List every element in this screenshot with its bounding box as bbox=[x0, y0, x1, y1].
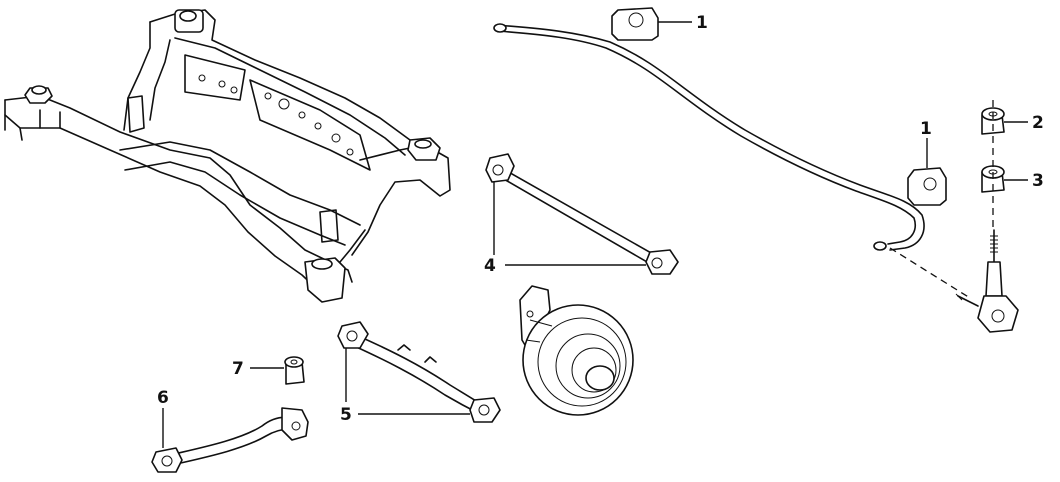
bushing-7 bbox=[284, 356, 305, 385]
callout-1-lower: 1 bbox=[920, 119, 932, 139]
callout-1-upper: 1 bbox=[696, 13, 708, 33]
trailing-arm bbox=[151, 407, 309, 473]
stabilizer-bar bbox=[493, 23, 925, 251]
callout-3: 3 bbox=[1032, 171, 1044, 191]
lateral-link bbox=[485, 153, 679, 275]
callout-2: 2 bbox=[1032, 113, 1044, 133]
stabilizer-bushing-upper bbox=[611, 7, 659, 41]
callout-5: 5 bbox=[340, 405, 352, 425]
stabilizer-link bbox=[955, 107, 1019, 333]
callout-4: 4 bbox=[484, 256, 496, 276]
subframe bbox=[4, 9, 451, 303]
callout-7: 7 bbox=[232, 359, 244, 379]
leader-5 bbox=[345, 348, 470, 415]
axle-housing bbox=[519, 285, 634, 416]
alignment-line-bar bbox=[889, 247, 971, 299]
stabilizer-bushing-lower bbox=[907, 167, 947, 206]
leader-4 bbox=[493, 182, 646, 266]
lower-link bbox=[337, 321, 501, 423]
callout-6: 6 bbox=[157, 388, 169, 408]
